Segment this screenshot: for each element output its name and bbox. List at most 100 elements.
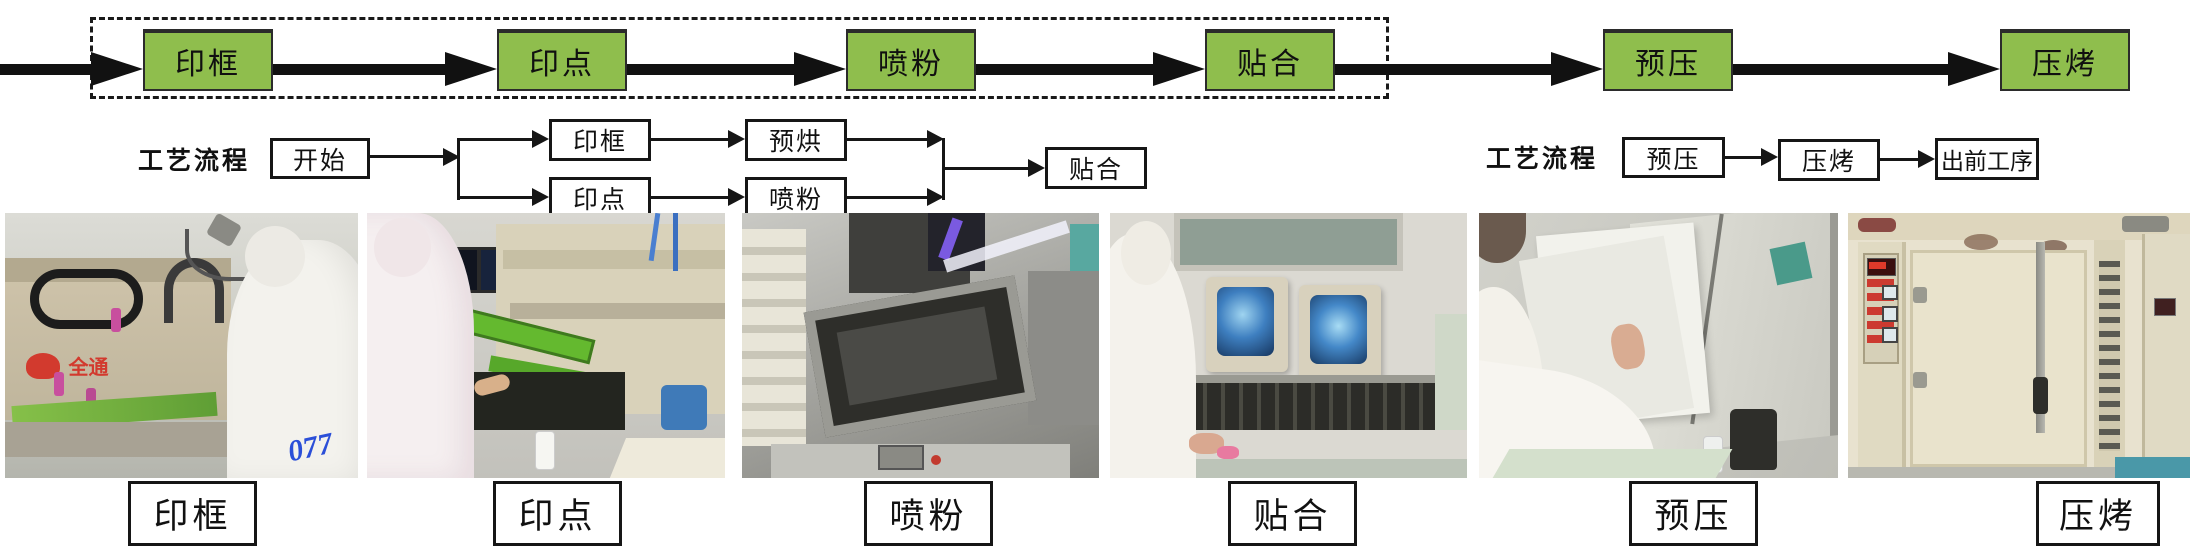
p4-floor [1110, 459, 1467, 478]
flow-arrow-shaft-1 [0, 64, 92, 75]
p6-meter-3 [1882, 326, 1898, 343]
left-flowchart-start-box: 开始 [270, 138, 370, 179]
flow-arrow-shaft-5 [1335, 64, 1552, 75]
left-flowchart-tiehe-box: 贴合 [1045, 147, 1147, 189]
left-flowchart-title: 工艺流程 [138, 148, 251, 175]
left-connector-top-mid [651, 138, 731, 141]
flow-step-box-1: 印框 [143, 29, 273, 91]
left-connector-end [944, 167, 1030, 170]
p2-bottle [535, 430, 556, 471]
p1-worker-hood [245, 226, 306, 288]
p1-cable-chain [29, 268, 143, 330]
photo-yindian [367, 213, 725, 478]
p2-machine-beam-mid [510, 303, 725, 319]
p6-gray-pipe [2121, 215, 2170, 232]
left-branch-vline [457, 138, 460, 200]
p2-blue-pump [660, 385, 708, 431]
p6-hinge-1 [1912, 287, 1927, 304]
flow-step-box-5: 预压 [1603, 29, 1733, 91]
left-arrowhead-top-branch [532, 130, 549, 148]
flow-step-box-4: 贴合 [1205, 29, 1335, 91]
photo-yuya [1479, 213, 1838, 478]
flow-arrowhead-5 [1551, 52, 1603, 86]
flow-arrow-shaft-3 [627, 64, 795, 75]
photo-caption-4: 贴合 [1228, 481, 1357, 546]
p2-worker-hood [374, 218, 432, 277]
photo-yakao [1848, 213, 2190, 478]
p1-work-table [5, 422, 238, 457]
p2-blue-cable-1 [673, 213, 679, 272]
flow-arrowhead-2 [445, 52, 497, 86]
p6-stain-2 [2039, 239, 2067, 253]
p6-oven-door [1909, 250, 2088, 468]
p3-red-button [931, 454, 942, 465]
right-connector-1 [1725, 156, 1765, 159]
photo-tiehe [1110, 213, 1467, 478]
left-arrowhead-bottom-mid [728, 188, 745, 206]
p4-pink-part [1217, 446, 1239, 460]
flow-step-box-6: 压烤 [2000, 29, 2130, 91]
p6-gray-floor [1848, 467, 2115, 478]
photo-caption-3: 喷粉 [864, 481, 993, 546]
p4-machine-deck [1188, 382, 1439, 431]
right-arrowhead-2 [1918, 150, 1935, 168]
p2-white-tray [609, 438, 725, 478]
p4-worker-hood [1120, 220, 1171, 285]
left-flowchart-penfen-box: 喷粉 [745, 177, 847, 219]
flow-arrow-shaft-4 [976, 64, 1154, 75]
p6-display-readout [1868, 262, 1886, 269]
p1-spray-cable [184, 228, 260, 281]
flow-arrowhead-1 [91, 52, 143, 86]
flow-step-box-2: 印点 [497, 29, 627, 91]
p6-meter-1 [1882, 284, 1898, 301]
right-flowchart-yakao-box: 压烤 [1778, 139, 1880, 181]
p6-slot-strip [2099, 260, 2120, 452]
left-connector-top-branch [459, 138, 534, 141]
left-arrowhead-bottom-merge [927, 188, 944, 206]
photo-caption-2: 印点 [493, 481, 622, 546]
flow-arrowhead-4 [1153, 52, 1205, 86]
left-arrowhead-end [1028, 159, 1045, 177]
left-merge-vline [942, 138, 945, 200]
p4-deck-rail [1188, 374, 1439, 383]
p4-window [1174, 213, 1403, 272]
p3-base-panel [877, 444, 925, 471]
right-flowchart-yuya-box: 预压 [1622, 137, 1725, 178]
flow-arrow-shaft-2 [273, 64, 446, 75]
photo-caption-1: 印框 [128, 481, 257, 546]
p6-stain-1 [1964, 234, 1999, 251]
left-connector-bottom-merge [847, 196, 929, 199]
flow-arrow-shaft-6 [1733, 64, 1949, 75]
photo-yinkuang: 全通 077 [5, 213, 358, 478]
right-flowchart-title: 工艺流程 [1486, 146, 1599, 173]
left-flowchart-yinkuang-box: 印框 [549, 119, 651, 161]
left-connector-bottom-mid [651, 196, 731, 199]
p5-glass-shelf [1492, 448, 1732, 478]
p6-red-pipe [1858, 218, 1896, 232]
p6-teal-floor [2114, 456, 2190, 478]
flow-arrowhead-3 [794, 52, 846, 86]
p5-black-canister [1730, 409, 1777, 471]
p4-crt-screen-2 [1309, 295, 1368, 365]
left-connector-start [370, 155, 445, 158]
left-connector-bottom-branch [459, 196, 534, 199]
right-arrowhead-1 [1761, 148, 1778, 166]
p4-side-rack [1434, 313, 1467, 431]
flow-step-box-3: 喷粉 [846, 29, 976, 91]
p1-pink-knob-1 [110, 308, 121, 333]
p1-pink-knob-2 [54, 372, 65, 396]
photo-caption-5: 预压 [1629, 481, 1758, 546]
left-arrowhead-top-mid [728, 130, 745, 148]
p4-worker-hand [1188, 432, 1225, 455]
left-arrowhead-start [443, 148, 460, 166]
p6-door-grip [2032, 377, 2049, 415]
left-connector-top-merge [847, 138, 929, 141]
p6-right-cabinet [2142, 234, 2190, 478]
p6-right-display [2153, 297, 2177, 316]
photo-caption-6: 压烤 [2036, 481, 2160, 546]
p6-handle-bar [2036, 242, 2045, 433]
photo-penfen [742, 213, 1099, 478]
left-flowchart-yuhong-box: 预烘 [745, 119, 847, 161]
p6-hinge-2 [1912, 372, 1927, 388]
